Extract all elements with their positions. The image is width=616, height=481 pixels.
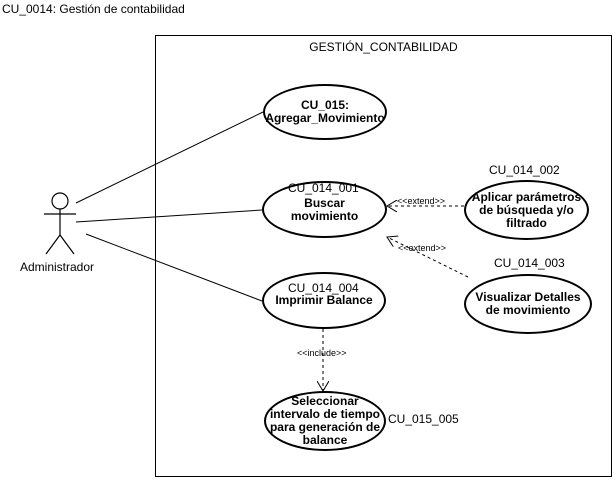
association-imprimir <box>85 233 263 302</box>
usecase-seleccionar-intervalo[interactable]: Seleccionar intervalo de tiempo para gen… <box>264 391 386 451</box>
usecase-aplicar-label: Aplicar parámetros de búsqueda y/o filtr… <box>471 189 582 230</box>
usecase-imprimir-label: Imprimir Balance <box>275 293 373 307</box>
usecase-aplicar-id: CU_014_002 <box>489 163 560 177</box>
usecase-buscar-label: Buscar movimiento <box>290 195 359 223</box>
association-buscar <box>75 209 263 223</box>
usecase-seleccionar-id: CU_015_005 <box>388 412 459 426</box>
usecase-visualizar-label: Visualizar Detalles de movimiento <box>475 290 581 317</box>
usecase-agregar-label: CU_015: Agregar_Movimiento <box>265 98 385 125</box>
extend-label-aplicar: <<extend>> <box>397 196 446 206</box>
association-agregar <box>75 111 264 204</box>
system-boundary <box>155 35 612 477</box>
system-title: GESTIÓN_CONTABILIDAD <box>309 40 458 54</box>
usecase-imprimir-balance[interactable]: Imprimir Balance <box>262 272 386 329</box>
usecase-buscar-id: CU_014_001 <box>288 181 359 195</box>
diagram-caption: CU_0014: Gestión de contabilidad <box>2 2 185 16</box>
usecase-visualizar-id: CU_014_003 <box>494 256 565 270</box>
actor-label: Administrador <box>20 260 95 274</box>
usecase-agregar-movimiento[interactable]: CU_015: Agregar_Movimiento <box>263 84 387 140</box>
actor-figure <box>44 192 76 255</box>
usecase-imprimir-id: CU_014_004 <box>288 281 359 295</box>
usecase-visualizar-detalles[interactable]: Visualizar Detalles de movimiento <box>464 274 592 334</box>
usecase-buscar-movimiento[interactable]: Buscar movimiento <box>262 181 387 238</box>
extend-label-visualizar: <<extend>> <box>398 243 447 253</box>
usecase-aplicar-parametros[interactable]: Aplicar parámetros de búsqueda y/o filtr… <box>464 180 589 240</box>
include-label-seleccionar: <<include>> <box>297 348 347 358</box>
usecase-seleccionar-label: Seleccionar intervalo de tiempo para gen… <box>269 394 381 447</box>
